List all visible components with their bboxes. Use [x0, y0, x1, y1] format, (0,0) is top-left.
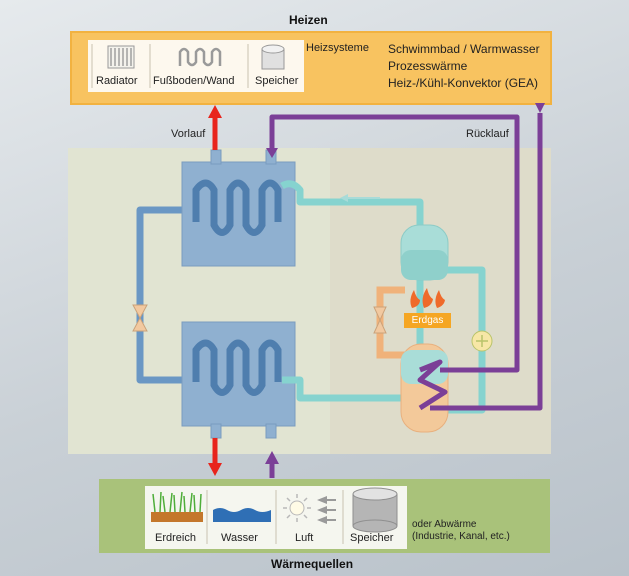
- abwaerme-detail-label: (Industrie, Kanal, etc.): [412, 531, 510, 542]
- use-prozesswaerme: Prozesswärme: [388, 59, 468, 73]
- use-schwimmbad: Schwimmbad / Warmwasser: [388, 42, 540, 56]
- gas-circuit: [376, 286, 405, 359]
- refrigerant-flow-arrow: [340, 194, 380, 202]
- refrigerant-circuit-left: [136, 206, 185, 384]
- heizsysteme-label: Heizsysteme: [306, 42, 369, 54]
- water-icon: [213, 508, 271, 522]
- abwaerme-label: oder Abwärme: [412, 519, 477, 530]
- erdreich-label: Erdreich: [155, 532, 196, 544]
- vorlauf-arrow: [208, 105, 222, 150]
- expansion-valve-left: [132, 304, 148, 332]
- storage-tank-icon: [261, 44, 285, 70]
- source-outlet-arrow: [208, 438, 222, 476]
- radiator-label: Radiator: [96, 75, 138, 87]
- luft-label: Luft: [295, 532, 314, 544]
- wasser-label: Wasser: [221, 532, 258, 544]
- erdgas-label: Erdgas: [404, 313, 451, 328]
- condenser-coil: [192, 179, 282, 236]
- speicher-source-label: Speicher: [350, 532, 394, 544]
- ruecklauf-pipe: [269, 113, 543, 411]
- air-arrows-icon: [317, 496, 336, 524]
- heizen-title: Heizen: [289, 13, 328, 27]
- air-sun-icon: [283, 494, 311, 522]
- heating-icons: [91, 44, 285, 88]
- speicher-heat-label: Speicher: [255, 75, 299, 87]
- source-storage-icon: [352, 487, 398, 533]
- solution-pump-icon: [471, 330, 493, 352]
- waermequellen-title: Wärmequellen: [271, 557, 354, 571]
- flame-icon: [410, 288, 445, 308]
- ruecklauf-label: Rücklauf: [466, 128, 509, 140]
- separator-tank: [400, 224, 449, 281]
- ruecklauf-down-arrow: [266, 148, 278, 158]
- radiator-icon: [107, 45, 135, 69]
- vorlauf-label: Vorlauf: [171, 128, 206, 140]
- source-icons: [151, 487, 398, 544]
- expansion-valve-right: [373, 306, 387, 334]
- floor-heating-icon: [178, 47, 222, 67]
- ruecklauf-inlet-arrow: [535, 103, 545, 113]
- soil-grass-icon: [151, 491, 203, 522]
- source-inlet-arrow: [265, 451, 279, 478]
- use-konvektor: Heiz-/Kühl-Konvektor (GEA): [388, 76, 539, 90]
- fussboden-label: Fußboden/Wand: [153, 75, 235, 87]
- evaporator-coil: [192, 339, 282, 396]
